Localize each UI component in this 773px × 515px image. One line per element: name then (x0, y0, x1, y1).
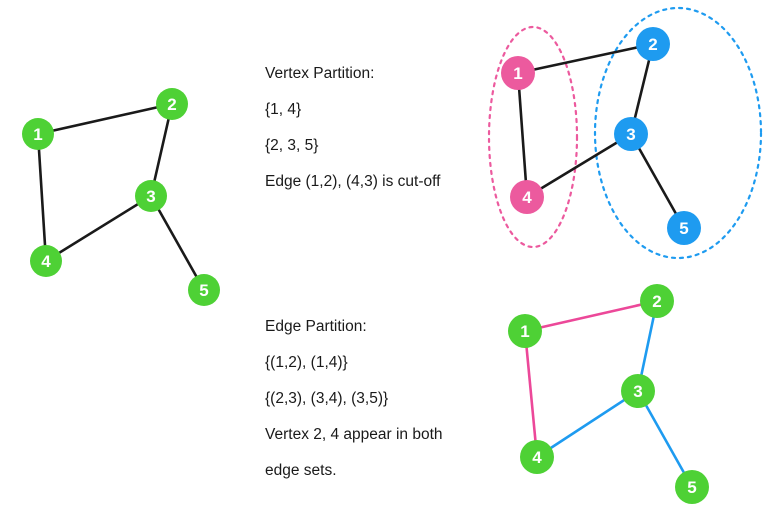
node-circle-4[interactable] (30, 245, 62, 277)
node-circle-4[interactable] (520, 440, 554, 474)
edge-3-4 (44, 194, 153, 263)
edge-1-4 (36, 132, 48, 263)
edge-1-2 (516, 42, 655, 75)
node-2[interactable]: 2 (640, 284, 674, 318)
edge-3-4 (535, 389, 640, 459)
edge-partition-caption: Edge Partition: {(1,2), (1,4)} {(2,3), (… (265, 309, 443, 489)
edge-3-5 (629, 132, 686, 230)
node-circle-5[interactable] (667, 211, 701, 245)
edge-partition-heading: Edge Partition: (265, 318, 367, 335)
node-circle-3[interactable] (621, 374, 655, 408)
pink-vertex-group-ellipse (487, 25, 579, 249)
node-circle-2[interactable] (640, 284, 674, 318)
edge-partition-note-line2: edge sets. (265, 462, 337, 479)
node-1[interactable]: 1 (508, 314, 542, 348)
vertex-partition-heading: Vertex Partition: (265, 65, 375, 82)
edge-partition-set-b: {(2,3), (3,4), (3,5)} (265, 390, 389, 407)
edge-partition-note-line1: Vertex 2, 4 appear in both (265, 426, 443, 443)
vertex-partition-set-a: {1, 4} (265, 101, 302, 118)
vertex-partition-caption: Vertex Partition: {1, 4} {2, 3, 5} Edge … (265, 56, 440, 200)
blue-vertex-group-ellipse (593, 6, 763, 260)
node-circle-3[interactable] (135, 180, 167, 212)
edge-3-4 (525, 132, 633, 199)
node-5[interactable]: 5 (675, 470, 709, 504)
node-circle-3[interactable] (614, 117, 648, 151)
edge-partition-set-a: {(1,2), (1,4)} (265, 354, 348, 371)
edge-3-5 (636, 389, 694, 489)
node-4[interactable]: 4 (520, 440, 554, 474)
node-circle-1[interactable] (501, 56, 535, 90)
node-circle-4[interactable] (510, 180, 544, 214)
edge-1-2 (523, 299, 659, 333)
edge-1-2 (36, 102, 174, 136)
node-circle-2[interactable] (156, 88, 188, 120)
node-circle-5[interactable] (675, 470, 709, 504)
vertex-partition-note: Edge (1,2), (4,3) is cut-off (265, 173, 441, 190)
edge-3-5 (149, 194, 206, 292)
vertex-partition-set-b: {2, 3, 5} (265, 137, 319, 154)
node-circle-2[interactable] (636, 27, 670, 61)
edge-1-4 (516, 71, 529, 199)
node-circle-1[interactable] (508, 314, 542, 348)
node-circle-5[interactable] (188, 274, 220, 306)
node-3[interactable]: 3 (621, 374, 655, 408)
node-circle-1[interactable] (22, 118, 54, 150)
edge-1-4 (523, 329, 539, 459)
